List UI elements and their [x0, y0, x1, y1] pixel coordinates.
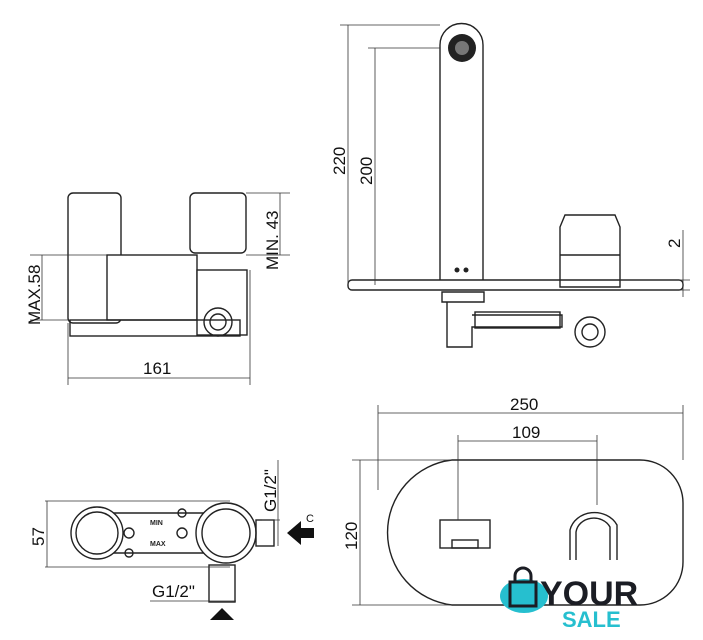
inlet-thread-label: G1/2" — [152, 582, 195, 601]
max-label: MAX — [150, 541, 166, 548]
arrow-label: C — [306, 513, 314, 525]
logo-word-sale: SALE — [562, 607, 621, 632]
front-view: 220 200 2 — [330, 22, 690, 348]
plate-thickness-label: 2 — [665, 239, 684, 248]
width-label: 161 — [143, 359, 171, 378]
max-depth-label: MAX.58 — [25, 265, 44, 325]
total-height-label: 220 — [330, 147, 349, 175]
logo-word-your: YOUR — [540, 575, 638, 613]
min-label: MIN — [150, 520, 163, 527]
flow-arrow-icon — [287, 521, 314, 545]
spacing-label: 109 — [512, 423, 540, 442]
body-view: MIN MAX 57 G1/2" G1/2" C — [29, 460, 314, 620]
plate-height-label: 120 — [342, 522, 361, 550]
inlet-arrow-icon — [210, 608, 234, 620]
plate-view: 250 109 120 — [342, 395, 684, 606]
depth-label: 57 — [29, 527, 48, 546]
plate-width-label: 250 — [510, 395, 538, 414]
shopping-bag-icon — [508, 566, 538, 608]
side-view: MAX.58 MIN. 43 161 — [25, 192, 290, 385]
min-depth-label: MIN. 43 — [263, 210, 282, 270]
spout-height-label: 200 — [357, 157, 376, 185]
your-sale-logo: YOUR SALE — [500, 566, 638, 632]
outlet-thread-label: G1/2" — [261, 469, 280, 512]
